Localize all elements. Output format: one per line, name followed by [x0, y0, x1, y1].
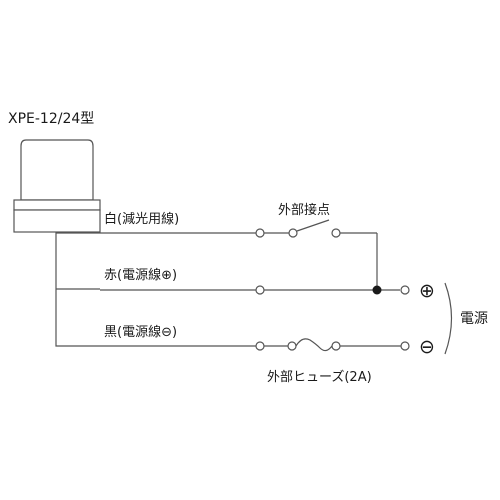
lamp-base — [13, 209, 101, 233]
switch-terminal — [331, 228, 341, 238]
wire-label-black: 黒(電源線⊖) — [104, 324, 177, 340]
cable-stem — [55, 232, 100, 347]
red-wire — [100, 285, 410, 295]
fuse-label: 外部ヒューズ(2A) — [267, 369, 372, 385]
terminal — [255, 285, 265, 295]
black-wire — [100, 338, 410, 352]
white-wire — [100, 219, 378, 290]
fuse-symbol — [295, 338, 333, 352]
switch-terminal — [288, 228, 298, 238]
junction-dot — [372, 285, 382, 295]
lamp-device — [13, 139, 101, 233]
terminal — [255, 228, 265, 238]
fuse-terminal — [331, 341, 341, 351]
minus-symbol: ⊖ — [419, 336, 435, 358]
contact-label: 外部接点 — [278, 202, 330, 218]
terminal-minus — [400, 341, 410, 351]
model-label: XPE-12/24型 — [8, 111, 94, 127]
lamp-band — [13, 199, 101, 211]
power-bracket — [444, 282, 453, 355]
terminal — [255, 341, 265, 351]
switch-blade — [296, 219, 330, 232]
power-label: 電源 — [460, 311, 488, 327]
wire-label-red: 赤(電源線⊕) — [104, 267, 177, 283]
lamp-dome — [20, 139, 94, 201]
wire-label-white: 白(減光用線) — [104, 211, 179, 227]
terminal-plus — [400, 285, 410, 295]
fuse-terminal — [287, 341, 297, 351]
plus-symbol: ⊕ — [419, 280, 435, 302]
